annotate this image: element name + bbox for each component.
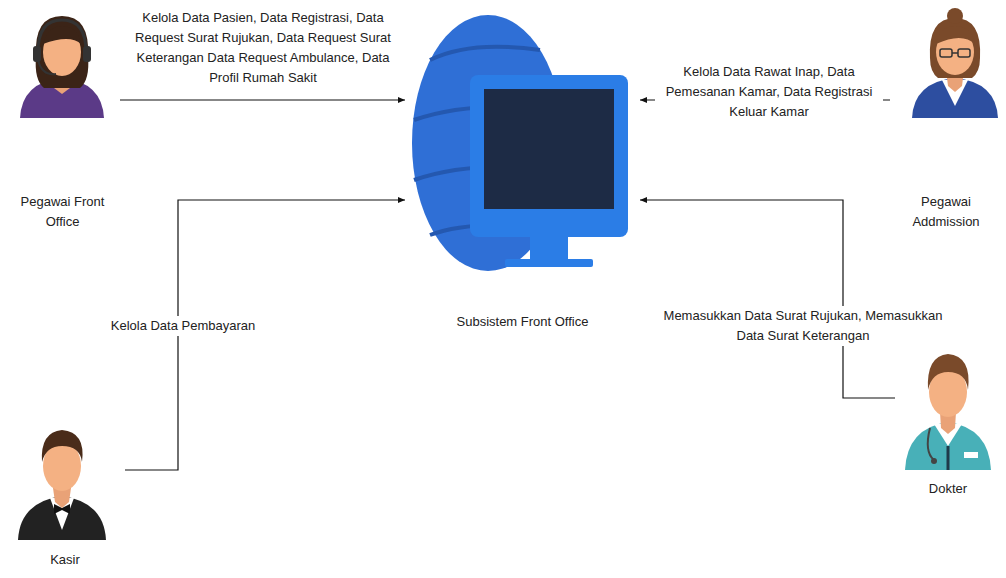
node-label: Kasir <box>15 550 115 570</box>
cashier-avatar <box>18 430 106 540</box>
node-label: Pegawai Front Office <box>13 192 113 232</box>
computer-illustration <box>412 15 628 271</box>
actor-node: Dokter <box>895 335 1001 505</box>
edge-label: Kelola Data Pasien, Data Registrasi, Dat… <box>132 8 394 88</box>
connector-arrow <box>120 99 405 100</box>
node-label: Subsistem Front Office <box>423 312 623 332</box>
node-label: Pegawai Addmission <box>896 192 996 232</box>
admission-avatar <box>912 8 998 118</box>
node-label: Dokter <box>898 479 998 499</box>
edge-label: Kelola Data Rawat Inap, Data Pemesanan K… <box>655 62 883 122</box>
system-node: Subsistem Front Office <box>405 10 640 340</box>
connector-arrow <box>640 200 895 398</box>
actor-node: Pegawai Front Office <box>5 10 120 242</box>
actor-node: Pegawai Addmission <box>890 10 1002 242</box>
edge-label: Kelola Data Pembayaran <box>88 316 278 336</box>
actor-node: Kasir <box>5 410 125 575</box>
doctor-avatar <box>905 354 991 470</box>
edge-label: Memasukkan Data Surat Rujukan, Memasukka… <box>655 306 951 346</box>
front-office-avatar <box>20 16 104 118</box>
